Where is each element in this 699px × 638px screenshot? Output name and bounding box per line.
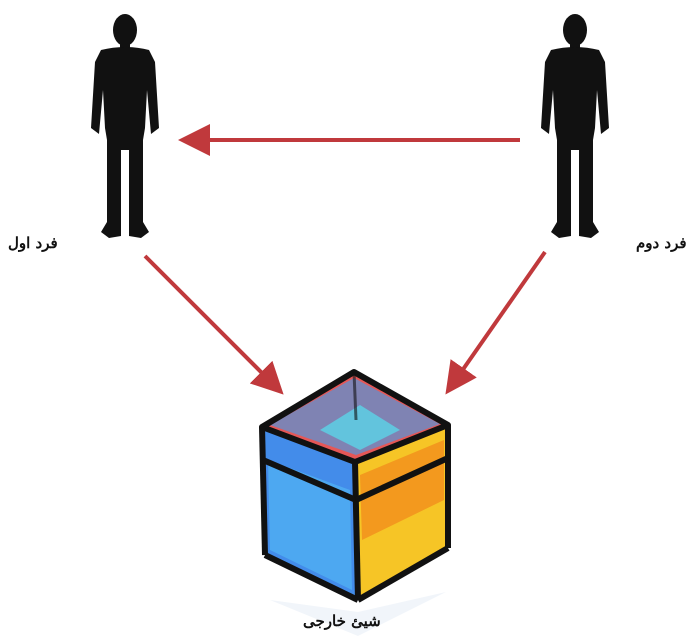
label-person-second: فرد دوم bbox=[636, 234, 687, 252]
external-object-cube-icon bbox=[259, 369, 451, 636]
label-external-object: شیئ خارجی bbox=[303, 612, 381, 630]
person-second-silhouette-icon bbox=[541, 14, 609, 238]
person-first-silhouette-icon bbox=[91, 14, 159, 238]
arrow-first-to-object bbox=[143, 254, 284, 395]
label-person-first: فرد اول bbox=[8, 234, 58, 252]
arrow-second-to-object bbox=[445, 250, 547, 395]
